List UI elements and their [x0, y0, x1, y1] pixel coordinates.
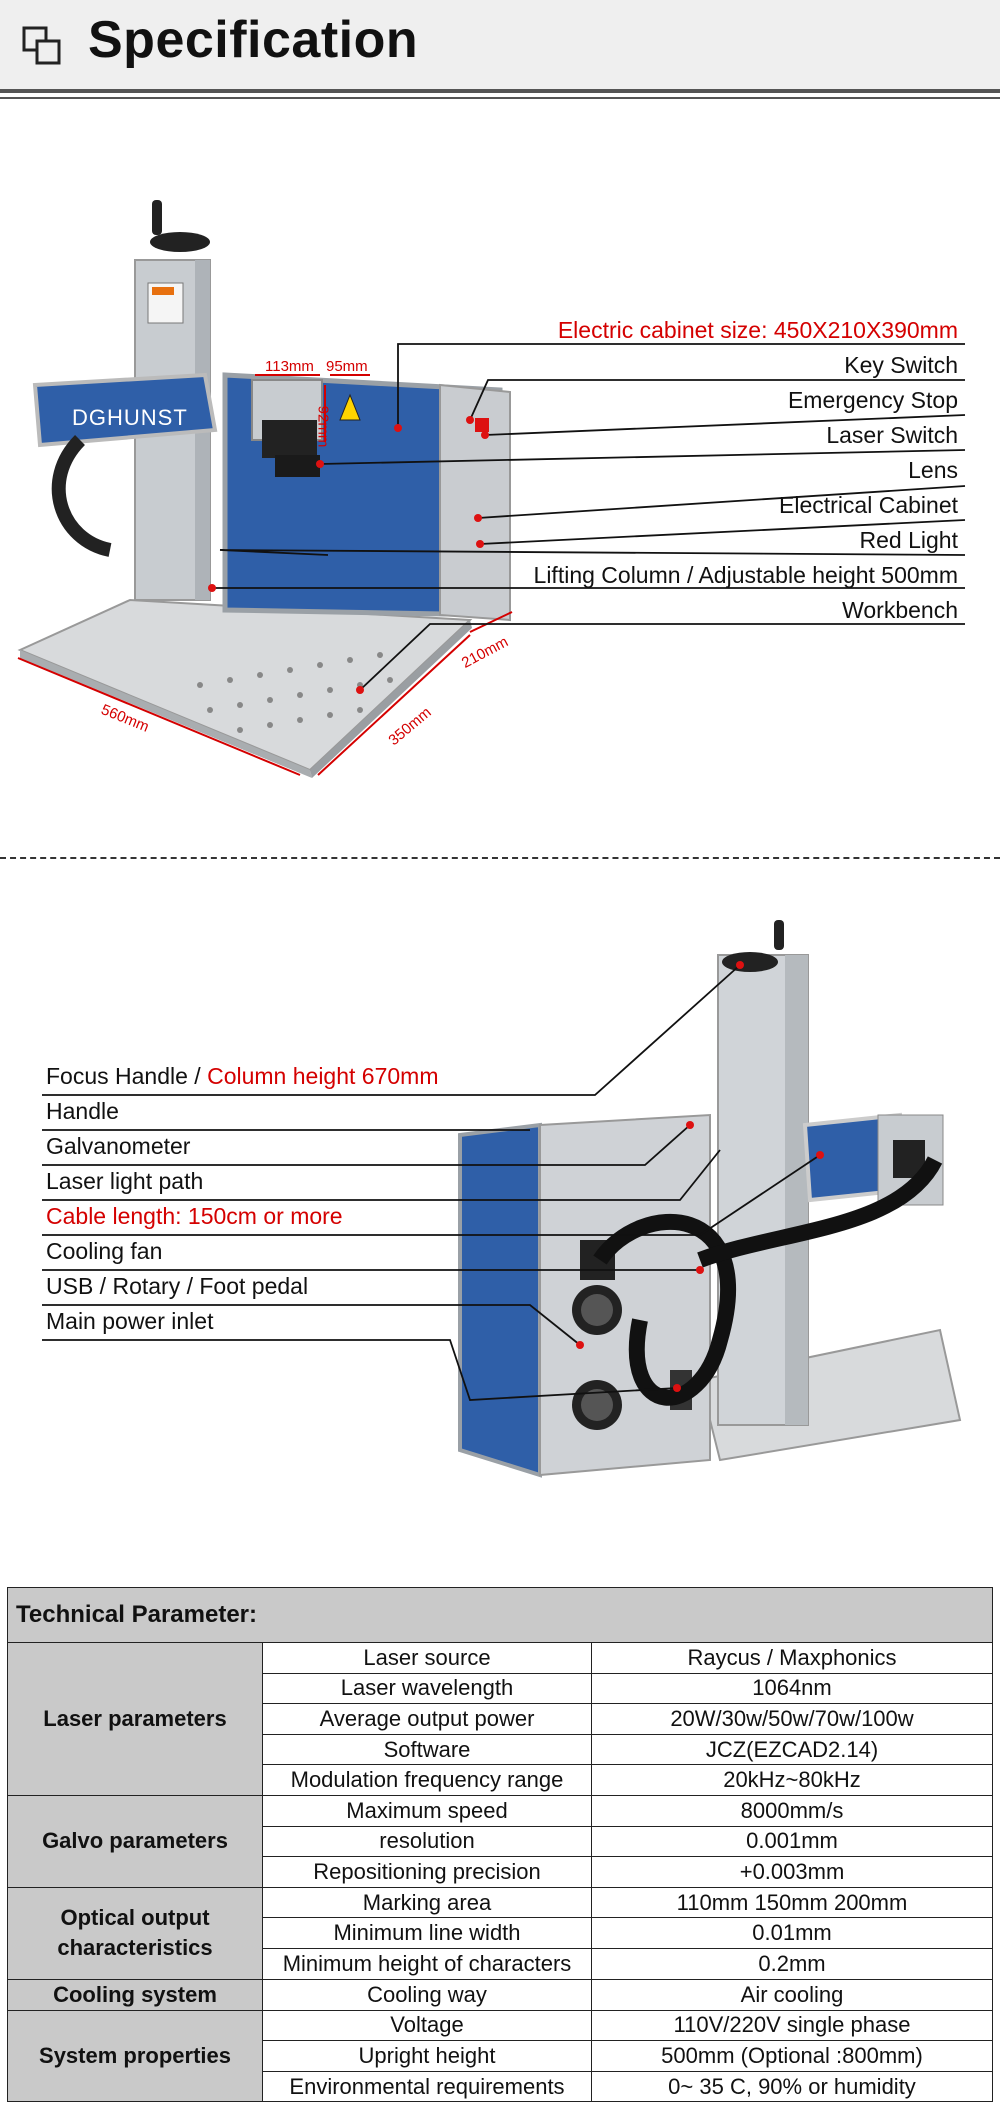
callout-galvanometer: Galvanometer [46, 1133, 191, 1159]
param-name: Upright height [262, 2040, 592, 2072]
param-value: 110mm 150mm 200mm [591, 1886, 993, 1919]
param-name: Laser wavelength [262, 1672, 592, 1705]
page-header: Specification [0, 0, 1000, 90]
table-title: Technical Parameter: [7, 1587, 993, 1643]
group-label: Galvo parameters [7, 1794, 263, 1888]
callout-electrical-cabinet: Electrical Cabinet [779, 492, 958, 518]
callout-usb-rotary-foot-pedal: USB / Rotary / Foot pedal [46, 1273, 309, 1299]
param-name: resolution [262, 1825, 592, 1858]
header-divider-thin [0, 97, 1000, 99]
callout-key-switch: Key Switch [844, 352, 958, 378]
dim-95mm: 95mm [326, 358, 368, 375]
callout-focus-handle: Focus Handle / Column height 670mm [46, 1063, 439, 1089]
param-value: 8000mm/s [591, 1794, 993, 1827]
callout-workbench: Workbench [842, 597, 958, 623]
param-name: Repositioning precision [262, 1856, 592, 1888]
param-value: JCZ(EZCAD2.14) [591, 1733, 993, 1766]
param-name: Cooling way [262, 1978, 592, 2011]
param-value: Air cooling [591, 1978, 993, 2011]
group-label: Optical output characteristics [7, 1886, 263, 1980]
param-name: Maximum speed [262, 1794, 592, 1827]
group-label: Cooling system [7, 1978, 263, 2011]
param-value: 0.001mm [591, 1825, 993, 1858]
callout-laser-light-path: Laser light path [46, 1168, 204, 1194]
param-value: 0~ 35 C, 90% or humidity [591, 2070, 993, 2103]
param-name: Voltage [262, 2009, 592, 2042]
callout-lifting-column: Lifting Column / Adjustable height 500mm [533, 562, 958, 588]
callout-handle: Handle [46, 1098, 119, 1124]
section-divider [0, 857, 1000, 859]
page-title: Specification [88, 11, 419, 69]
callout-cable-length: Cable length: 150cm or more [46, 1203, 343, 1229]
param-value: Raycus / Maxphonics [591, 1642, 993, 1674]
param-value: 1064nm [591, 1672, 993, 1705]
param-name: Average output power [262, 1703, 592, 1735]
dim-92mm: 92mm [314, 405, 332, 448]
param-value: 0.01mm [591, 1917, 993, 1949]
param-name: Software [262, 1733, 592, 1766]
callout-main-power-inlet: Main power inlet [46, 1308, 214, 1334]
param-value: 0.2mm [591, 1947, 993, 1980]
callout-red-light: Red Light [859, 527, 958, 553]
param-name: Laser source [262, 1642, 592, 1674]
param-name: Environmental requirements [262, 2070, 592, 2103]
param-name: Minimum height of characters [262, 1947, 592, 1980]
param-value: +0.003mm [591, 1856, 993, 1888]
table-title-row: Technical Parameter: [7, 1587, 993, 1643]
callout-emergency-stop: Emergency Stop [787, 387, 958, 413]
callout-lens: Lens [908, 457, 958, 483]
param-value: 500mm (Optional :800mm) [591, 2040, 993, 2072]
param-name: Marking area [262, 1886, 592, 1919]
machine-rear-illustration [42, 920, 962, 1478]
column-height-label: Column height 670mm [207, 1063, 439, 1089]
param-value: 20kHz~80kHz [591, 1764, 993, 1796]
param-name: Modulation frequency range [262, 1764, 592, 1796]
param-value: 20W/30w/50w/70w/100w [591, 1703, 993, 1735]
group-label: System properties [7, 2009, 263, 2103]
brand-label: DGHUNST [72, 405, 188, 430]
callout-cooling-fan: Cooling fan [46, 1238, 163, 1264]
layers-icon [22, 26, 61, 65]
param-name: Minimum line width [262, 1917, 592, 1949]
callout-laser-switch: Laser Switch [826, 422, 958, 448]
param-value: 110V/220V single phase [591, 2009, 993, 2042]
header-divider [0, 89, 1000, 93]
dim-113mm: 113mm [265, 358, 314, 375]
machine-front-illustration [17, 200, 966, 778]
group-label: Laser parameters [7, 1642, 263, 1796]
cabinet-size-label: Electric cabinet size: 450X210X390mm [557, 317, 958, 343]
